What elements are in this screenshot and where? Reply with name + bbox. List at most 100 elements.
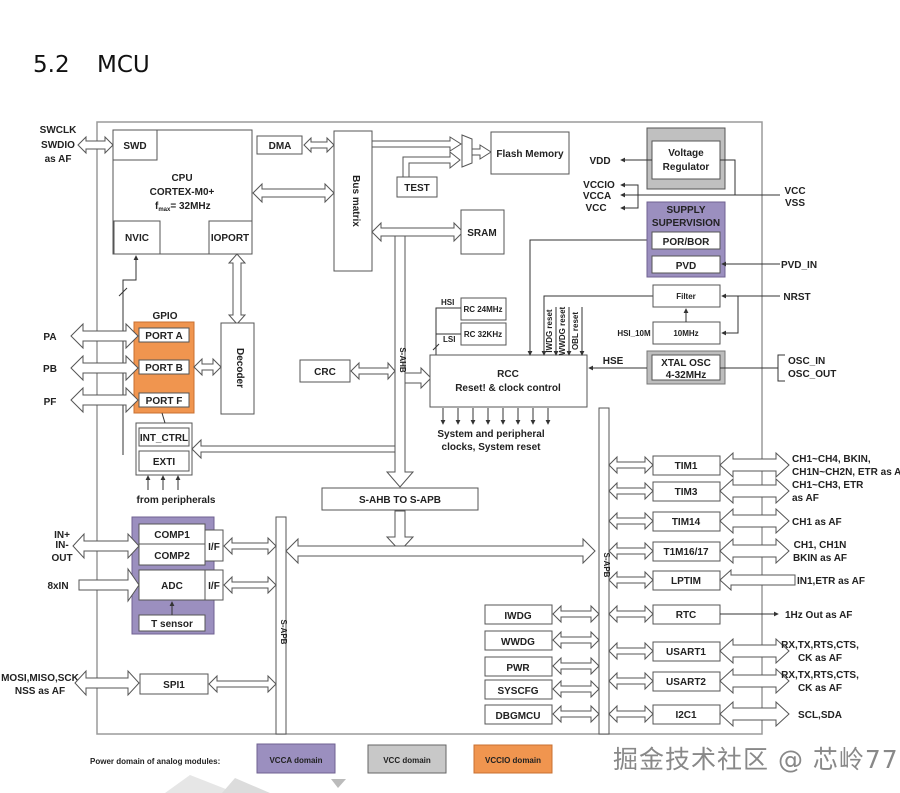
spi-pins-arrow — [74, 669, 140, 697]
diagram-label: DMA — [269, 141, 292, 152]
pvd-block — [651, 255, 721, 274]
wwdg-block — [484, 630, 553, 651]
tim14-label: TIM14 — [672, 517, 701, 528]
vss-pin-label: VSS — [785, 198, 805, 209]
lptim-apb-arrow — [608, 570, 654, 590]
wwdg-reset-label: WWDG reset — [558, 306, 567, 355]
diagram-label: S-APB — [602, 553, 611, 578]
diagram-label: COMP1 — [154, 530, 190, 541]
section-title: MCU — [97, 52, 150, 78]
tim3-label: TIM3 — [675, 487, 698, 498]
diagram-label: PORT B — [145, 363, 183, 374]
vcc-pin-label: VCC — [784, 186, 805, 197]
clk-slash — [432, 343, 440, 351]
vccio-label: VCCIO — [583, 180, 615, 191]
diagram-label: SPI1 — [163, 680, 185, 691]
spi-apb-arrow — [208, 674, 277, 694]
tim14-signal-label: CH1 as AF — [792, 517, 842, 528]
usart2-signal-label: RX,TX,RTS,CTS, — [781, 670, 859, 681]
t1m16-17-signal-arrow — [719, 537, 790, 565]
usart1-label: USART1 — [666, 647, 706, 658]
bus-matrix-block — [333, 130, 373, 272]
legend-vcc-swatch — [367, 744, 447, 774]
sram-block — [460, 209, 505, 255]
rtc-label: RTC — [676, 610, 697, 621]
i2c1-signal-arrow — [719, 700, 790, 728]
dbgmcu-block — [484, 704, 553, 725]
hse-label: HSE — [603, 356, 624, 367]
vcca-label: VCCA — [583, 191, 611, 202]
mux-flash-arrow — [471, 144, 492, 160]
osc-bracket — [777, 354, 785, 382]
diagram-label: EXTI — [153, 457, 175, 468]
swd-block — [112, 129, 158, 161]
pb-pin-label: PB — [43, 364, 57, 375]
rtc-apb-arrow — [608, 604, 654, 624]
pa-pin-label: PA — [43, 332, 56, 343]
diagram-label: Reset! & clock control — [455, 383, 561, 394]
comp-pins-label: IN+ IN- OUT — [51, 530, 72, 564]
nrst-label: NRST — [783, 292, 810, 303]
diagram-label: RCC — [497, 369, 519, 380]
tim1-signal-label: CH1N~CH2N, ETR as AF — [792, 467, 900, 478]
adc-interface-block — [204, 569, 224, 601]
watermark: 掘金技术社区 @ 芯岭77 — [613, 745, 899, 774]
tim3-signal-label: CH1~CH3, ETR — [792, 480, 864, 491]
diagram-label: DBGMCU — [496, 711, 541, 722]
diagram-label: SWDIO — [41, 140, 75, 151]
pf-arrow — [70, 386, 139, 414]
diagram-label: RC 24MHz — [463, 305, 502, 314]
ahb-exti-arrow — [191, 438, 396, 460]
flash-mux — [461, 134, 473, 168]
t1m16-17-label: T1M16/17 — [663, 547, 708, 558]
diagram-label: SWCLK — [40, 125, 77, 136]
section-number: 5.2 — [33, 52, 70, 78]
vcc-rail — [620, 195, 639, 211]
diagram-label: IN+ — [54, 530, 70, 541]
crc-block — [299, 359, 351, 383]
chip-outline — [96, 121, 763, 735]
diagram-label: IOPORT — [211, 233, 249, 244]
vdd-label: VDD — [589, 156, 610, 167]
filter-block — [652, 284, 721, 308]
i2c1-apb-arrow — [608, 704, 654, 724]
s-ahb-bus — [385, 235, 415, 488]
ahb-rcc-arrow — [404, 366, 432, 390]
diagram-label: SUPPLY — [666, 205, 705, 216]
diagram-label: IWDG — [504, 611, 531, 622]
rc-24mhz-block — [460, 297, 507, 321]
rcc-output-arrows — [440, 408, 551, 425]
system-peripheral-arrows — [552, 604, 600, 724]
diagram-label: as AF — [45, 154, 72, 165]
osc-out-label: OSC_OUT — [788, 369, 836, 380]
usart1-signal-arrow — [719, 637, 790, 665]
gpio-label: GPIO — [152, 311, 177, 322]
diagram-label: I/F — [208, 581, 220, 592]
por-bor-block — [651, 231, 721, 250]
usart1-apb-arrow — [608, 641, 654, 661]
usart2-signal-arrow — [719, 667, 790, 695]
diagram-label: RC 32KHz — [464, 330, 502, 339]
diagram-label: PORT F — [146, 396, 183, 407]
t1m16-17-signal-label: BKIN as AF — [793, 553, 847, 564]
comp-pins-arrow — [72, 532, 140, 560]
usart2-label: USART2 — [666, 677, 706, 688]
int-ctrl-block — [138, 427, 190, 447]
tim1-apb-arrow — [608, 455, 654, 475]
cpu-fmax-label: fmax= 32MHz — [155, 201, 211, 213]
diagram-label: T sensor — [151, 619, 193, 630]
comp-apb-arrow — [223, 536, 277, 556]
spi1-block — [139, 673, 209, 695]
ahb-to-apb-bridge — [321, 487, 479, 511]
test-flash-arrow — [402, 150, 461, 178]
gpio-decoder-arrow — [193, 357, 222, 377]
gpio-exti-link — [161, 412, 166, 424]
tim14-apb-arrow — [608, 511, 654, 531]
test-block — [396, 176, 438, 198]
vccio-rail — [620, 182, 640, 196]
system-peripheral-apb-arrow — [552, 704, 600, 724]
legend-vcca-label: VCCA domain — [269, 756, 322, 765]
diagram-label: PWR — [506, 663, 530, 674]
nvic-block — [113, 220, 161, 255]
swd-pins-label: SWCLK SWDIO as AF — [40, 125, 77, 165]
